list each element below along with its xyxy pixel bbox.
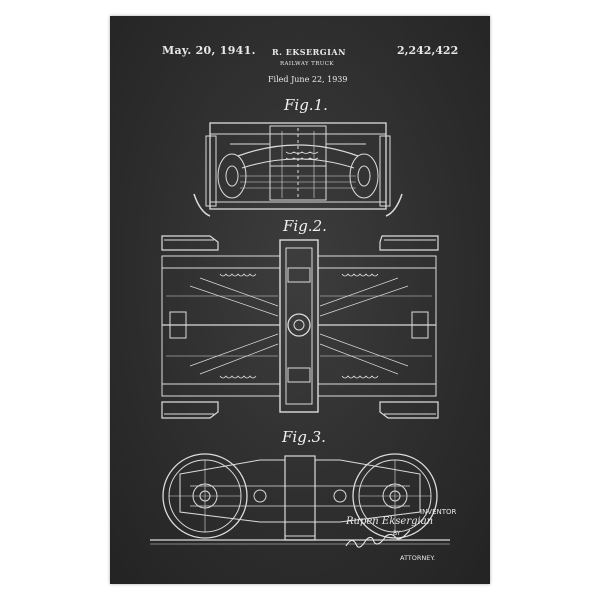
fig2-drawing (161, 235, 439, 419)
inventor-heading: R. EKSERGIAN (272, 47, 346, 57)
patent-date: May. 20, 1941. (162, 44, 256, 57)
attorney-label: ATTORNEY. (400, 554, 436, 562)
patent-drawing (150, 122, 450, 548)
filed-date: Filed June 22, 1939 (268, 75, 348, 84)
patent-subject: RAILWAY TRUCK (280, 61, 334, 67)
patent-poster: May. 20, 1941. R. EKSERGIAN 2,242,422 RA… (110, 16, 490, 584)
inventor-name: Rupen Eksergian (346, 516, 434, 527)
fig3-label: Fig.3. (282, 428, 326, 446)
patent-number: 2,242,422 (397, 44, 459, 57)
attorney-signature (345, 529, 411, 548)
fig1-drawing (193, 122, 403, 217)
fig3-drawing (150, 453, 450, 545)
fig2-label: Fig.2. (283, 217, 327, 235)
by-label: BY (393, 530, 401, 537)
inventor-label: INVENTOR (420, 508, 457, 516)
fig1-label: Fig.1. (284, 96, 328, 114)
